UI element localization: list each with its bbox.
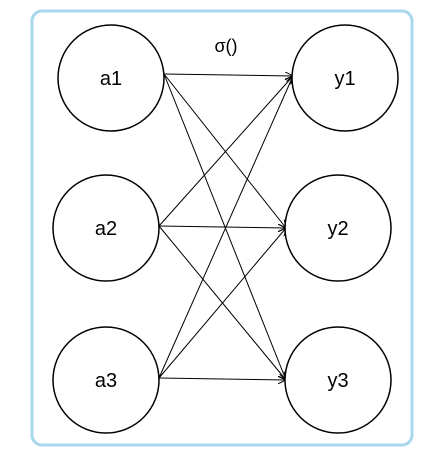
input-node-label: a1 — [100, 68, 122, 90]
input-node-circle — [52, 326, 160, 434]
input-node-a2: a2 — [52, 174, 160, 282]
input-node-circle — [57, 24, 165, 132]
output-node-label: y2 — [327, 218, 348, 240]
input-layer: a1 a2 a3 — [52, 24, 165, 434]
input-node-a3: a3 — [52, 326, 160, 434]
edge-a3-y2 — [158, 228, 286, 379]
output-node-y1: y1 — [291, 24, 399, 132]
edge-a3-y1 — [158, 76, 293, 379]
edge-a2-y2 — [158, 226, 286, 228]
activation-label: σ() — [214, 36, 237, 56]
output-node-y2: y2 — [284, 174, 392, 282]
output-node-y3: y3 — [284, 326, 392, 434]
output-node-label: y1 — [334, 68, 355, 90]
edge-a2-y1 — [158, 76, 293, 227]
edge-a1-y2 — [163, 73, 286, 228]
connection-edges — [158, 73, 293, 380]
output-layer: y1 y2 y3 — [284, 24, 399, 434]
output-node-circle — [284, 326, 392, 434]
output-node-label: y3 — [327, 370, 348, 392]
input-node-label: a3 — [95, 370, 117, 392]
input-node-label: a2 — [95, 218, 117, 240]
output-node-circle — [291, 24, 399, 132]
input-node-a1: a1 — [57, 24, 165, 132]
output-node-circle — [284, 174, 392, 282]
edge-a3-y3 — [158, 378, 286, 380]
input-node-circle — [52, 174, 160, 282]
edge-a1-y1 — [163, 74, 293, 76]
